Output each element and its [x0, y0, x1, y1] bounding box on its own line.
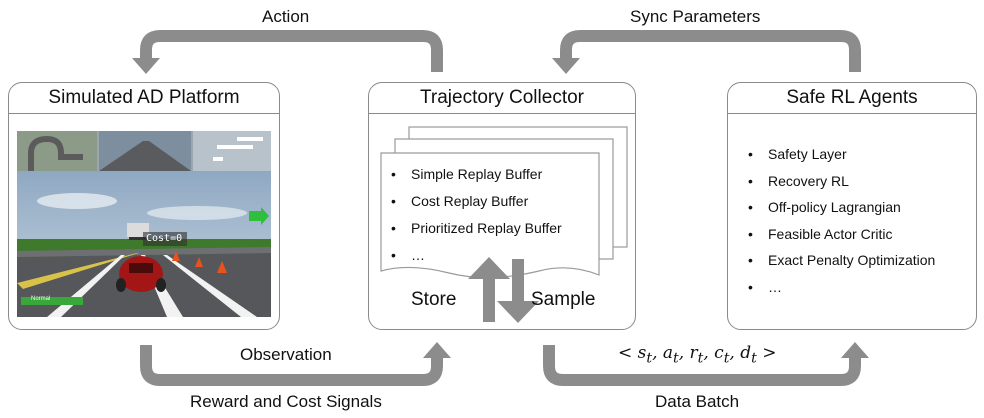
- status-readout: Normal: [31, 296, 51, 302]
- transition-tuple-label: < st, at, rt, ct, dt >: [618, 343, 777, 367]
- data-batch-arrowhead: [841, 342, 869, 358]
- agent-list: Safety Layer Recovery RL Off-policy Lagr…: [742, 141, 935, 300]
- action-arrowhead: [132, 58, 160, 74]
- buffer-item: Cost Replay Buffer: [385, 188, 562, 215]
- agent-item: Safety Layer: [742, 141, 935, 168]
- sample-label: Sample: [531, 289, 596, 310]
- data-batch-arrow: [543, 345, 861, 386]
- observation-arrowhead: [423, 342, 451, 358]
- simulated-ad-platform-box: Simulated AD Platform: [8, 82, 280, 330]
- collector-title: Trajectory Collector: [369, 83, 635, 114]
- store-up-arrow: [468, 257, 510, 322]
- sample-down-arrow: [497, 259, 539, 323]
- buffer-item: Prioritized Replay Buffer: [385, 215, 562, 242]
- buffer-item: Simple Replay Buffer: [385, 161, 562, 188]
- observation-reward-arrow: [140, 345, 443, 386]
- sync-parameters-label: Sync Parameters: [630, 7, 761, 26]
- store-label: Store: [411, 289, 457, 310]
- safe-rl-agents-box: Safe RL Agents Safety Layer Recovery RL …: [727, 82, 977, 330]
- action-arrow: [140, 30, 443, 72]
- reward-cost-label: Reward and Cost Signals: [190, 392, 382, 411]
- agent-item: Exact Penalty Optimization: [742, 247, 935, 274]
- trajectory-collector-box: Trajectory Collector Simple Replay Buffe…: [368, 82, 636, 330]
- sync-arrow: [560, 30, 861, 72]
- replay-buffer-list: Simple Replay Buffer Cost Replay Buffer …: [385, 161, 562, 269]
- agent-item: Off-policy Lagrangian: [742, 194, 935, 221]
- action-label: Action: [262, 7, 310, 26]
- sync-arrowhead: [552, 58, 580, 74]
- observation-label: Observation: [240, 345, 332, 364]
- data-batch-label: Data Batch: [655, 392, 740, 411]
- agents-title: Safe RL Agents: [728, 83, 976, 114]
- agent-item: …: [742, 274, 935, 301]
- agent-item: Feasible Actor Critic: [742, 221, 935, 248]
- cost-readout: Cost=0: [146, 233, 183, 244]
- store-sample-arrows: [468, 257, 539, 323]
- buffer-item: …: [385, 242, 562, 269]
- agent-item: Recovery RL: [742, 168, 935, 195]
- driving-simulator-screenshot: [17, 131, 271, 317]
- platform-title: Simulated AD Platform: [9, 83, 279, 114]
